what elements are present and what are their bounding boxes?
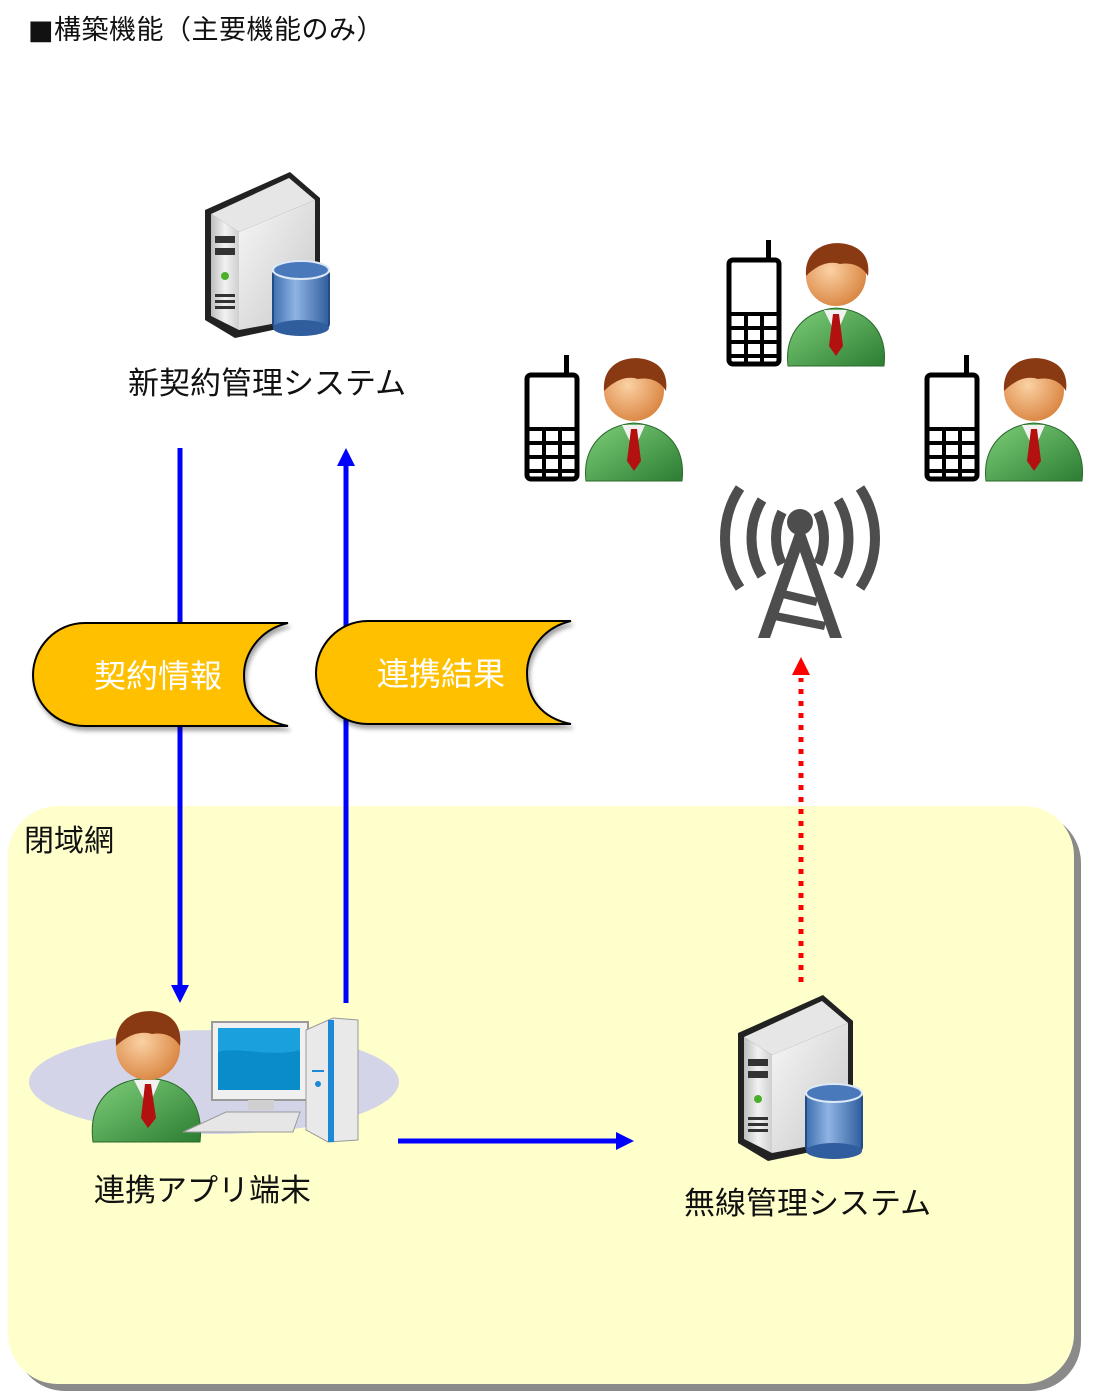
server-database-icon [205, 172, 330, 338]
flow-arrow-link-result [337, 448, 355, 1003]
diagram-title: ■構築機能（主要機能のみ） [28, 15, 385, 46]
data-tag-link-result: 連携結果 [314, 620, 572, 725]
radio-tower-icon [720, 485, 880, 638]
mobile-phone-user-icon [726, 240, 885, 367]
data-tag-contract-info: 契約情報 [31, 622, 289, 727]
mobile-phone-user-icon [524, 355, 683, 482]
data-tag-label: 連携結果 [377, 655, 505, 693]
app-terminal-label: 連携アプリ端末 [94, 1173, 311, 1209]
flow-arrow-wireless-to-tower [792, 657, 810, 982]
wireless-system-label: 無線管理システム [684, 1186, 932, 1222]
new-contract-system-label: 新契約管理システム [128, 366, 407, 402]
server-database-icon [738, 995, 863, 1161]
flow-arrow-terminal-to-wireless [398, 1132, 634, 1150]
data-tag-label: 契約情報 [94, 657, 222, 695]
closed-network-label: 閉域網 [24, 824, 114, 859]
user-with-pc-icon [29, 1011, 399, 1143]
mobile-phone-user-icon [924, 355, 1083, 482]
